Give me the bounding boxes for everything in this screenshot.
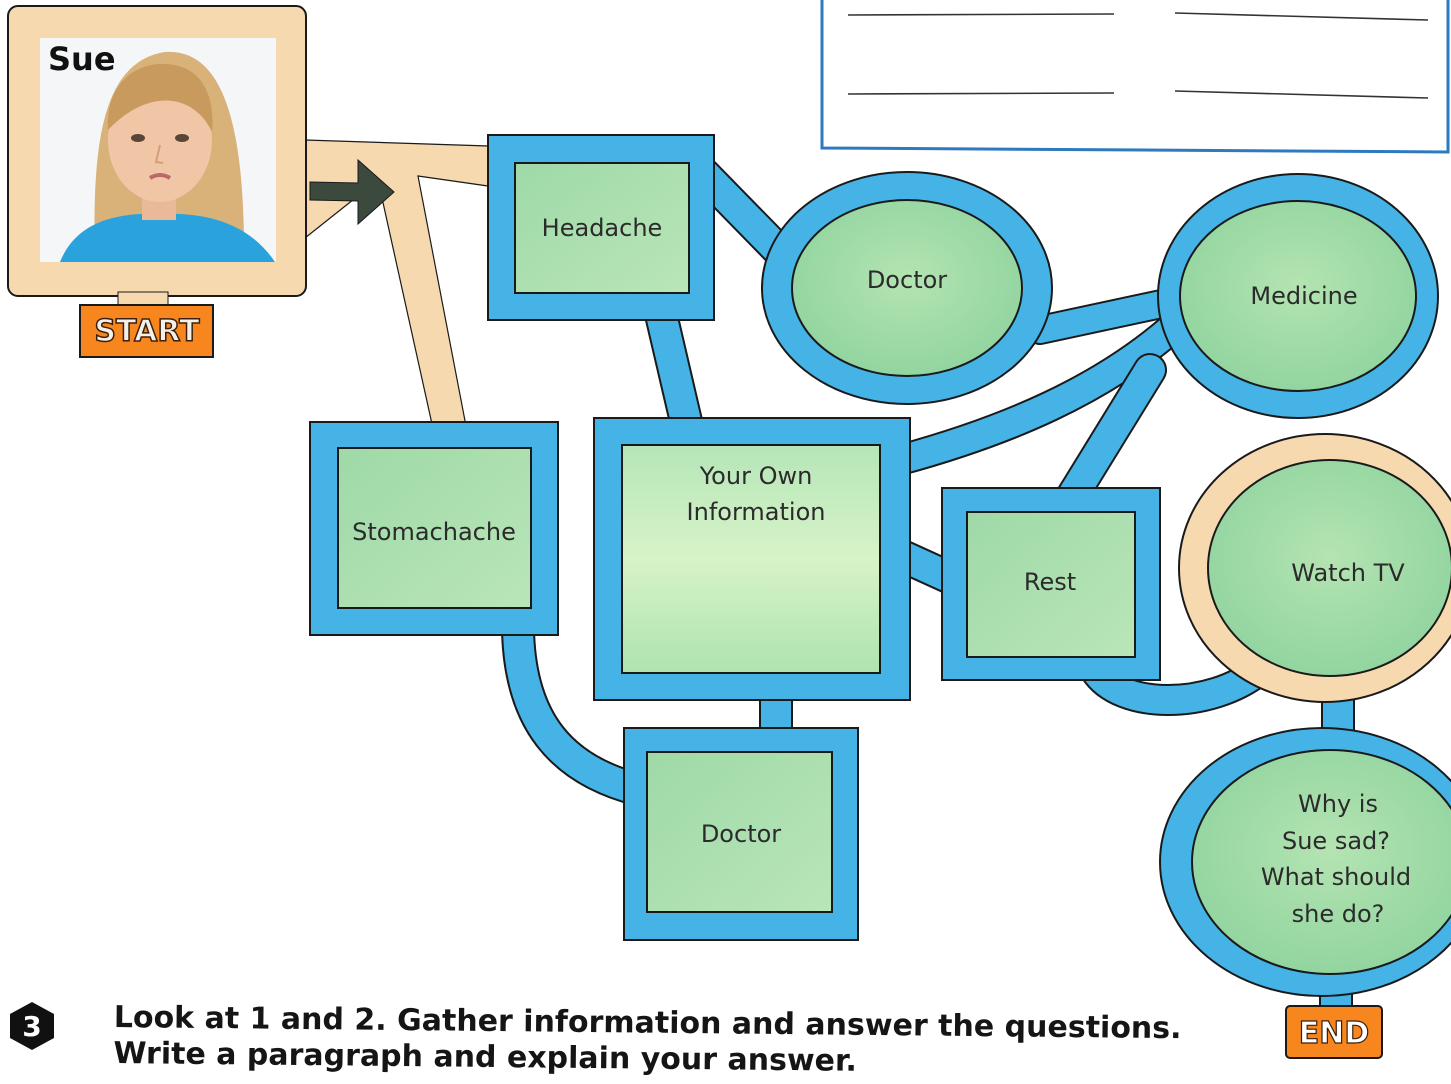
sue-photo-card: Sue: [7, 5, 307, 297]
writing-box: [820, 0, 1450, 154]
end-label: END: [1299, 1016, 1370, 1051]
doctor-bottom-label: Doctor: [701, 820, 781, 848]
sue-name-label: Sue: [48, 40, 116, 78]
node-headache[interactable]: Headache: [487, 134, 715, 321]
node-stomachache[interactable]: Stomachache: [309, 421, 559, 636]
node-rest[interactable]: Rest: [941, 487, 1161, 681]
node-doctor-top[interactable]: Doctor: [761, 171, 1053, 405]
answer-line[interactable]: [847, 13, 1115, 16]
node-watch-tv[interactable]: Watch TV: [1178, 433, 1451, 703]
node-question[interactable]: Why is Sue sad? What should she do?: [1159, 727, 1451, 997]
answer-line[interactable]: [1174, 90, 1429, 99]
node-medicine[interactable]: Medicine: [1157, 173, 1439, 419]
step-number-badge: 3: [6, 1000, 58, 1052]
watch-tv-label: Watch TV: [1291, 559, 1405, 587]
doctor-top-label: Doctor: [867, 266, 947, 294]
hexagon-icon: [10, 1002, 54, 1050]
question-line4: she do?: [1292, 900, 1385, 928]
end-tag: END: [1285, 1005, 1383, 1059]
headache-label: Headache: [542, 214, 663, 242]
girl-portrait: [60, 51, 275, 262]
question-line3: What should: [1261, 863, 1411, 891]
connector-paths: [501, 153, 1355, 1029]
answer-line[interactable]: [1174, 12, 1429, 21]
step-number: 3: [22, 1010, 42, 1043]
medicine-label: Medicine: [1250, 282, 1357, 310]
rest-label: Rest: [1024, 568, 1076, 596]
own-info-label-line1: Your Own: [699, 462, 813, 490]
stomachache-label: Stomachache: [352, 518, 516, 546]
start-label: START: [94, 314, 200, 349]
arrow-right-icon: [309, 158, 395, 226]
node-doctor-bottom[interactable]: Doctor: [623, 727, 859, 941]
start-tag: START: [79, 291, 214, 358]
node-your-own-information[interactable]: Your Own Information: [593, 417, 911, 701]
answer-line[interactable]: [847, 92, 1115, 95]
question-line1: Why is: [1298, 790, 1378, 818]
own-info-label-line2: Information: [687, 498, 826, 526]
question-line2: Sue sad?: [1282, 827, 1390, 855]
instruction-text: Look at 1 and 2. Gather information and …: [113, 1000, 1214, 1084]
